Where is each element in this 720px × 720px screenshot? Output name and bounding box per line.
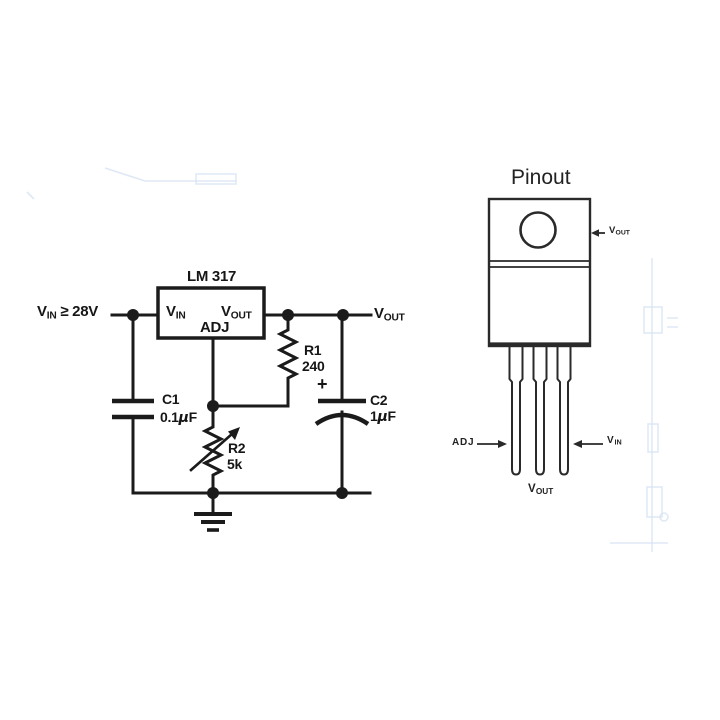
adj-arrowhead (498, 440, 507, 448)
artifact-marks (667, 317, 678, 328)
pin-vin-leg (556, 343, 572, 476)
artifact-line (104, 167, 236, 182)
junction-dot (282, 309, 294, 321)
artifact-rect (195, 173, 237, 185)
junction-dot (207, 400, 219, 412)
c2-polarity-label: + (317, 374, 328, 394)
lm317-pin-vin-label: VIN (166, 303, 186, 322)
vin-arrowhead (573, 440, 582, 448)
artifact-circle (659, 512, 669, 522)
vin-source-label: VIN ≥ 28V (37, 303, 98, 322)
lm317-title: LM 317 (187, 268, 237, 285)
pin-adj-leg (508, 343, 524, 476)
vin-source-symbol: V (37, 303, 47, 320)
r1-name-label: R1 (304, 342, 322, 358)
lm317-body (156, 286, 266, 340)
pin-vout-leg (532, 343, 548, 476)
r2-name-label: R2 (228, 440, 246, 456)
r2-value-label: 5k (227, 456, 242, 472)
scan-artifacts (26, 167, 678, 552)
r2-wiper-arrowhead (228, 427, 240, 440)
artifact-rect (646, 486, 663, 518)
vin-source-condition: ≥ 28V (56, 303, 98, 320)
main-schematic (110, 286, 373, 532)
junction-dot (336, 487, 348, 499)
vout-output-label: VOUT (374, 305, 405, 324)
lm317-pin-adj-label: ADJ (200, 319, 230, 336)
pinout-tab-vout-label: VOUT (609, 225, 630, 237)
c1-value-label: 0.1μF (160, 409, 197, 426)
c2-value-label: 1μF (370, 408, 396, 425)
junction-dot (337, 309, 349, 321)
c1-name-label: C1 (162, 391, 180, 407)
pinout-title: Pinout (511, 166, 571, 189)
artifact-mark (26, 191, 35, 200)
vout-tab-arrowhead (591, 229, 599, 237)
r1-value-label: 240 (302, 358, 325, 374)
pinout-vin-label: VIN (607, 435, 622, 447)
artifact-rect (647, 423, 659, 453)
artifact-rect (643, 306, 663, 334)
r2-wiper-arrow-shaft (189, 432, 234, 472)
pinout-diagram (477, 197, 605, 476)
c2-name-label: C2 (370, 392, 388, 408)
lm317-pin-vout-label: VOUT (221, 303, 252, 322)
pinout-vout-label: VOUT (528, 483, 554, 496)
junction-dot (127, 309, 139, 321)
r1-resistor (276, 313, 300, 408)
pinout-adj-label: ADJ (452, 437, 475, 448)
vin-source-subscript: IN (46, 310, 57, 322)
junction-dot (207, 487, 219, 499)
mounting-hole (519, 211, 557, 249)
